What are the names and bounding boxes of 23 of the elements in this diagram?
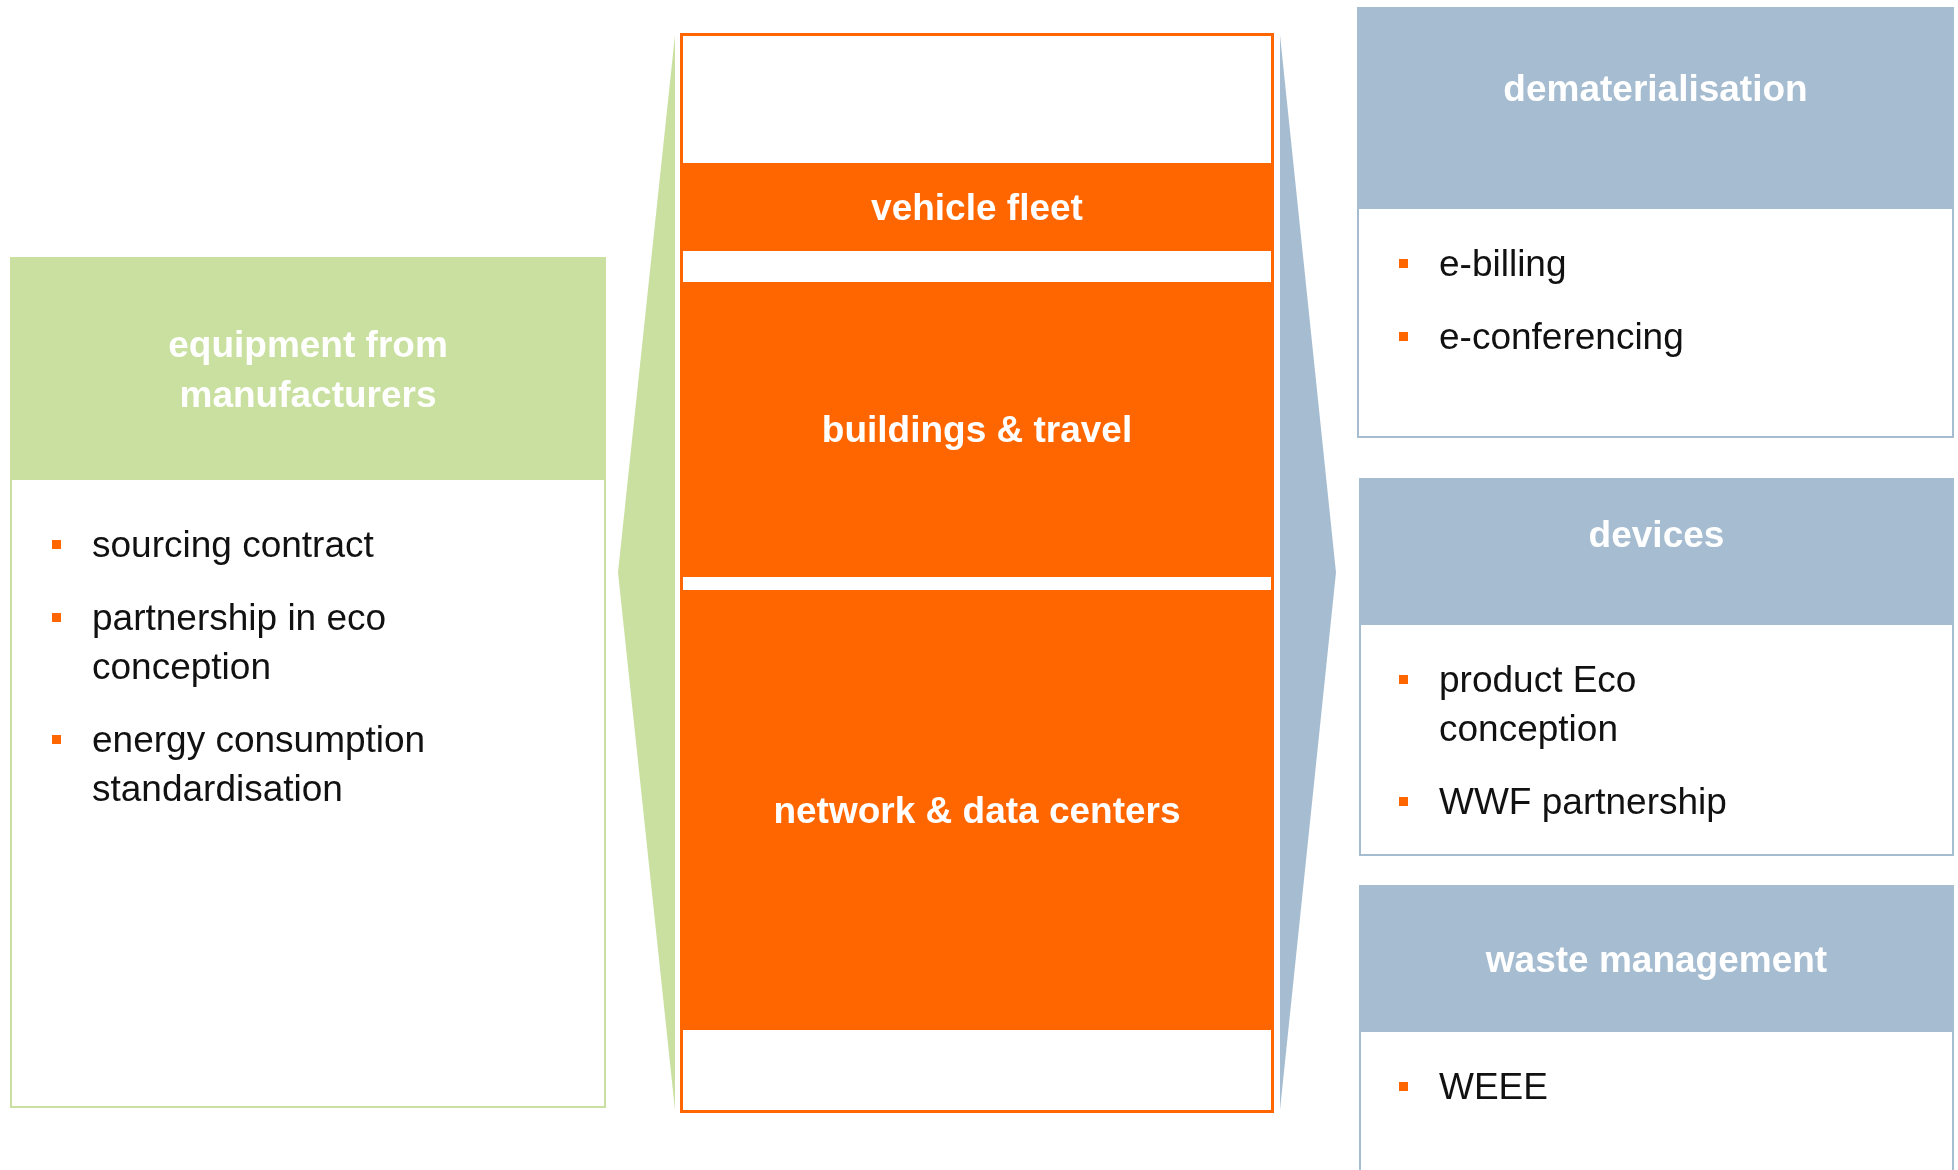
bullet-text: e-billing: [1439, 243, 1567, 284]
outline-box: [680, 33, 1274, 1113]
category-panel: [1359, 478, 1954, 856]
category-panel: [1357, 7, 1954, 438]
category-band: [683, 590, 1271, 1030]
category-band: [683, 163, 1271, 251]
category-panel: [10, 257, 606, 1108]
band-label: vehicle fleet: [871, 185, 1083, 230]
category-panel: [1359, 885, 1954, 1170]
category-band: [683, 282, 1271, 577]
bullet-text: sourcing contract: [92, 524, 374, 565]
panel-title: devices: [1588, 513, 1725, 557]
bullet-text: WWF partnership: [1439, 781, 1727, 822]
bullet-text: WEEE: [1439, 1066, 1548, 1107]
band-label: buildings & travel: [821, 408, 1133, 452]
bullet-text: e-conferencing: [1439, 316, 1684, 357]
panel-title: dematerialisation: [1503, 67, 1808, 111]
band-label: network & data centers: [773, 788, 1181, 833]
bullet-text: partnership in eco conception: [92, 597, 387, 687]
panel-title: equipment from manufacturers: [167, 322, 449, 417]
panel-title: waste management: [1485, 937, 1828, 982]
bullet-text: product Eco conception: [1439, 659, 1637, 749]
bullet-text: energy consumption standardisation: [92, 719, 426, 809]
